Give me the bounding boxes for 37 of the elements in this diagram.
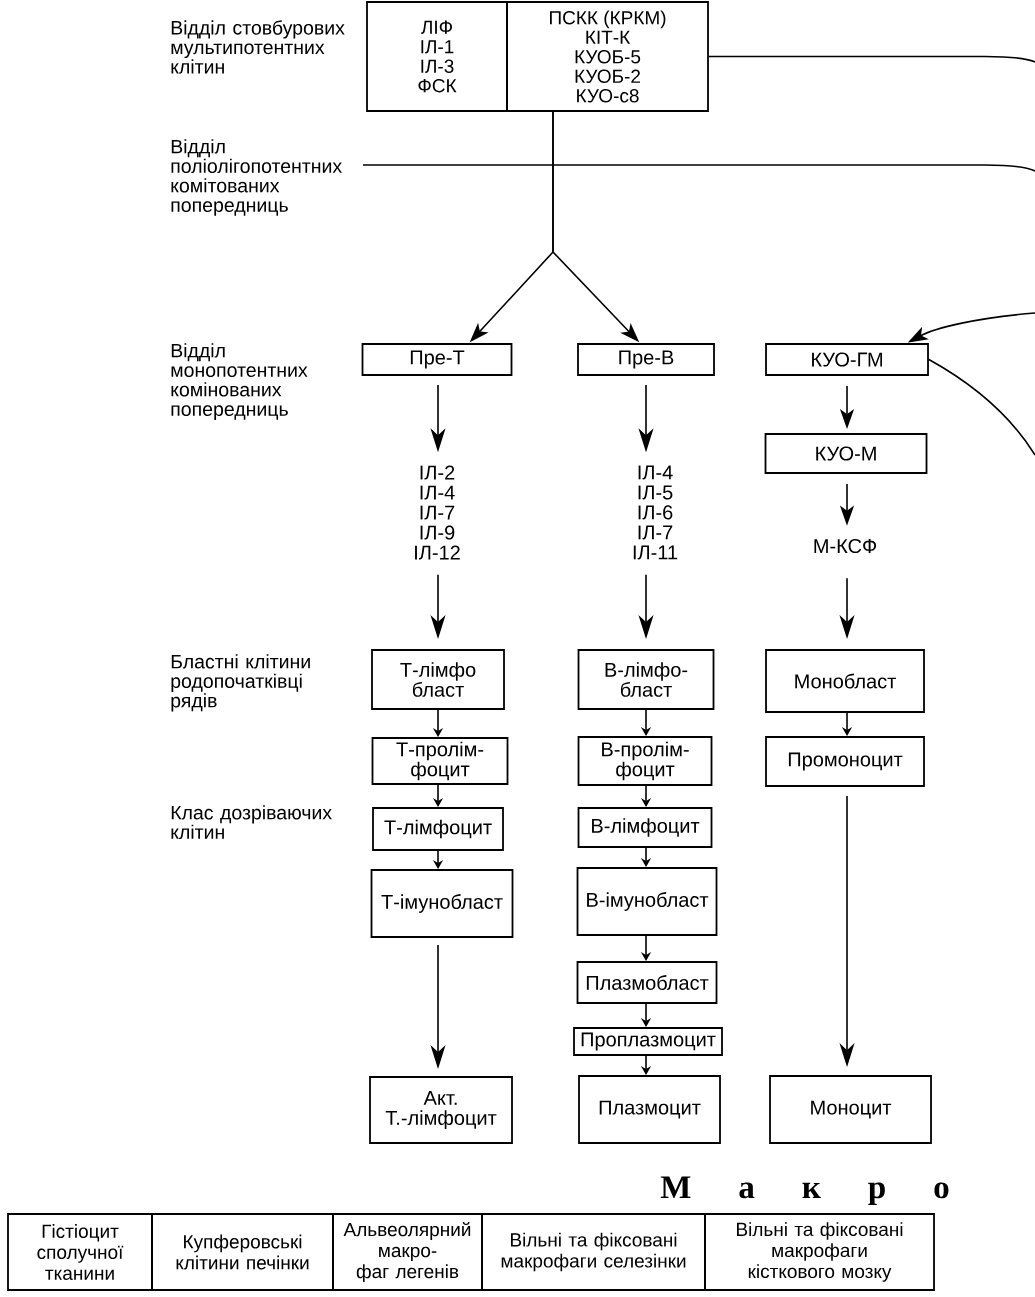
factor-list: ІЛ-2 ІЛ-4 ІЛ-7 ІЛ-9 ІЛ-12 <box>415 465 460 560</box>
row-label: Бластні клітини родопочатківці рядів <box>171 654 310 712</box>
stage-box: В-лімфо- бласт <box>577 649 715 710</box>
stage-box: Пре-Т <box>361 343 513 376</box>
stage-box: Промоноцит <box>765 736 925 787</box>
stage-box: Проплазмоцит <box>573 1027 723 1056</box>
stage-box: Плазмобласт <box>576 961 718 1004</box>
cell-type-box: Вільні та фіксовані макрофаги кісткового мозку <box>704 1213 935 1291</box>
stage-box: В-лімфоцит <box>577 807 713 848</box>
stage-box: Пре-В <box>577 343 715 376</box>
row-label: Клас дозріваючих клітин <box>171 805 332 840</box>
stage-box: В-імунобласт <box>576 867 718 936</box>
row-label: Відділ стовбурових мультипотентних клітин <box>171 20 345 74</box>
factor-label: М-КСФ <box>814 538 877 554</box>
stage-box: В-пролім- фоцит <box>577 736 713 786</box>
stage-box: Т-лімфоцит <box>372 807 504 851</box>
cell-type-box: Купферовські клітини печінки <box>151 1213 334 1291</box>
stage-box: КУО-М <box>764 433 928 474</box>
row-label: Відділ монопотентних комінованих попередниць <box>171 343 308 420</box>
stage-box: Плазмоцит <box>578 1075 721 1144</box>
stage-box: Моноцит <box>769 1075 932 1144</box>
stage-box: Монобласт <box>765 649 925 713</box>
heading-text: М а к р о <box>660 1176 949 1206</box>
stage-box: Акт. Т.-лімфоцит <box>369 1076 513 1144</box>
cell-type-box: Гістіоцит сполучної тканини <box>7 1213 153 1291</box>
stage-box: Т-лімфо бласт <box>371 649 505 710</box>
factor-list: ІЛ-4 ІЛ-5 ІЛ-6 ІЛ-7 ІЛ-11 <box>633 465 678 560</box>
stage-box: Т-пролім- фоцит <box>371 737 509 785</box>
compartment-box: ПСКК (КРКМ) КІТ-К КУОБ-5 КУОБ-2 КУО-с8 <box>506 1 709 112</box>
stage-box: Т-імунобласт <box>370 869 514 938</box>
row-label: Відділ поліолігопотентних комітованих попередниць <box>171 139 342 216</box>
connector-line <box>708 55 1035 63</box>
connector-line <box>928 358 1035 456</box>
compartment-box: ЛІФ ІЛ-1 ІЛ-3 ФСК <box>366 1 508 112</box>
stage-box: КУО-ГМ <box>765 343 929 376</box>
cell-type-box: Вільні та фіксовані макрофаги селезінки <box>481 1213 706 1291</box>
cell-type-box: Альвеолярний макро- фаг легенів <box>332 1213 483 1291</box>
